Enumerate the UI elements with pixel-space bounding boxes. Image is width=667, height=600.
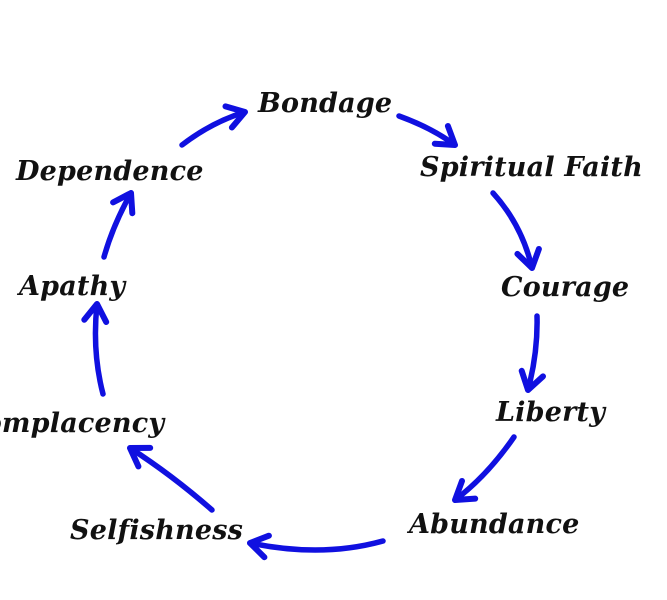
arrow-head <box>81 301 110 325</box>
stage-apathy: Apathy <box>19 271 126 302</box>
arrow-shaft <box>452 434 517 503</box>
arrow-shaft <box>490 190 535 271</box>
arrow-shaft <box>525 313 540 393</box>
arrow-faith-to-courage <box>490 190 542 271</box>
arrow-courage-to-liberty <box>518 313 546 393</box>
arrow-shaft <box>247 538 386 553</box>
arrow-shaft <box>179 109 248 148</box>
arrow-head <box>127 444 154 470</box>
stage-courage: Courage <box>501 272 630 303</box>
stage-bondage: Bondage <box>258 88 393 119</box>
arrow-shaft <box>92 301 106 397</box>
arrow-dependence-to-bondage <box>179 103 248 148</box>
arrow-abundance-to-selfishness <box>247 532 386 561</box>
arrow-bondage-to-faith <box>396 113 458 148</box>
stage-spiritual-faith: Spiritual Faith <box>420 152 643 183</box>
arrow-liberty-to-abundance <box>452 434 517 503</box>
arrow-head <box>452 478 479 503</box>
arrow-head <box>514 246 542 271</box>
stage-dependence: Dependence <box>16 156 204 187</box>
arrow-head <box>431 123 458 148</box>
arrow-head <box>247 532 272 561</box>
arrow-apathy-to-dependence <box>101 190 136 260</box>
stage-complacency: Complacency <box>0 408 165 439</box>
arrow-complacency-to-apathy <box>81 301 110 397</box>
arrow-shaft <box>127 445 215 513</box>
stage-selfishness: Selfishness <box>70 515 244 546</box>
arrow-head <box>518 367 546 393</box>
arrow-shaft <box>101 190 134 260</box>
arrow-head <box>110 190 136 217</box>
arrow-selfishness-to-complacency <box>127 444 215 513</box>
stage-abundance: Abundance <box>409 509 580 540</box>
arrow-head <box>222 103 248 131</box>
stage-liberty: Liberty <box>496 397 606 428</box>
